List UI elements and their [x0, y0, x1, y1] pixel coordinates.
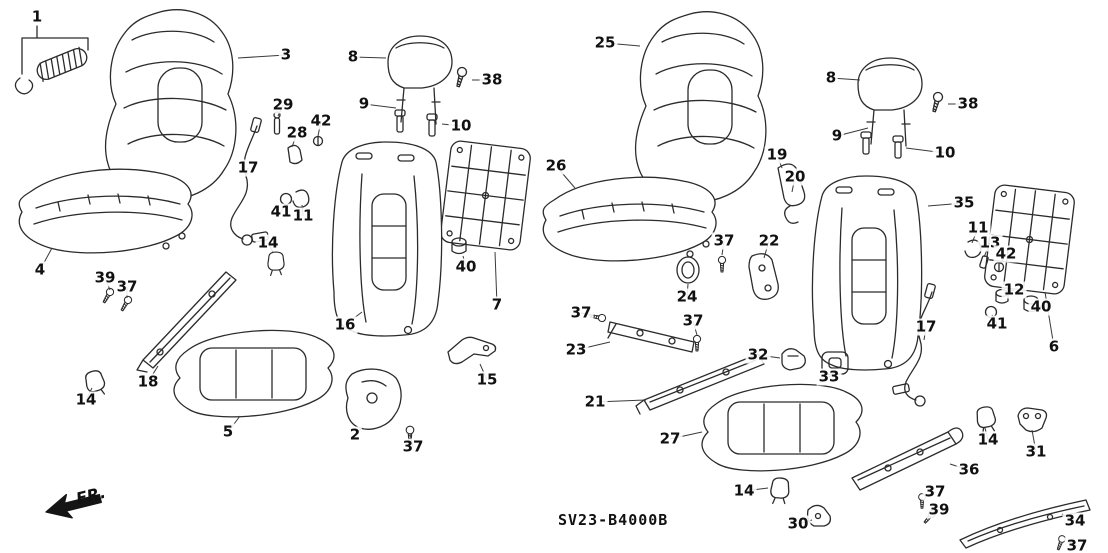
- right-mount-brackets: [781, 348, 849, 375]
- part-label-10: 10: [932, 143, 958, 162]
- part-label-27: 27: [657, 429, 683, 448]
- part-label-39: 39: [926, 500, 952, 519]
- part-label-14: 14: [73, 390, 99, 409]
- part-label-31: 31: [1023, 442, 1049, 461]
- part-label-17: 17: [235, 158, 261, 177]
- part-label-37: 37: [400, 437, 426, 456]
- part-label-42: 42: [993, 244, 1019, 263]
- part-label-18: 18: [135, 372, 161, 391]
- part-label-37: 37: [711, 231, 737, 250]
- part-label-17: 17: [913, 317, 939, 336]
- part-label-9: 9: [356, 94, 372, 113]
- part-label-21: 21: [582, 392, 608, 411]
- part-label-30: 30: [785, 514, 811, 533]
- left-side-cover: [345, 368, 415, 444]
- left-seat-rail: [136, 271, 237, 373]
- part-label-3: 3: [278, 45, 294, 64]
- part-label-38: 38: [955, 94, 981, 113]
- part-label-37: 37: [1064, 536, 1090, 553]
- diagram-code-text: SV23-B4000B: [558, 511, 669, 529]
- part-label-23: 23: [563, 340, 589, 359]
- part-label-8: 8: [345, 47, 361, 66]
- part-label-37: 37: [922, 482, 948, 501]
- part-label-26: 26: [543, 156, 569, 175]
- part-label-6: 6: [1046, 337, 1062, 356]
- part-label-14: 14: [731, 481, 757, 500]
- part-label-40: 40: [1028, 297, 1054, 316]
- part-label-14: 14: [975, 430, 1001, 449]
- part-label-28: 28: [284, 123, 310, 142]
- part-label-34: 34: [1062, 511, 1088, 530]
- part-label-38: 38: [479, 70, 505, 89]
- right-corner-bracket: [1017, 407, 1048, 433]
- part-label-35: 35: [951, 193, 977, 212]
- part-label-4: 4: [32, 260, 48, 279]
- part-label-32: 32: [745, 345, 771, 364]
- part-label-37: 37: [114, 277, 140, 296]
- right-inner-rail: [589, 311, 702, 353]
- part-label-33: 33: [816, 367, 842, 386]
- part-label-5: 5: [220, 422, 236, 441]
- part-label-7: 7: [489, 295, 505, 314]
- part-label-37: 37: [680, 311, 706, 330]
- right-seat-track: [851, 427, 964, 526]
- part-label-2: 2: [347, 425, 363, 444]
- left-foot-bracket: [447, 336, 497, 365]
- fr-arrow-icon: [45, 493, 102, 519]
- part-label-20: 20: [782, 167, 808, 186]
- part-label-9: 9: [829, 126, 845, 145]
- part-label-12: 12: [1001, 280, 1027, 299]
- part-label-19: 19: [764, 145, 790, 164]
- part-label-16: 16: [332, 315, 358, 334]
- part-label-40: 40: [453, 257, 479, 276]
- right-ring-guide: [676, 256, 700, 284]
- part-label-15: 15: [474, 370, 500, 389]
- part-label-41: 41: [984, 314, 1010, 333]
- part-label-29: 29: [270, 95, 296, 114]
- part-label-22: 22: [756, 231, 782, 250]
- part-label-11: 11: [290, 206, 316, 225]
- part-label-10: 10: [448, 116, 474, 135]
- left-spring-part-1: [14, 25, 89, 95]
- part-label-8: 8: [823, 68, 839, 87]
- right-recliner-lever: [777, 163, 806, 224]
- part-label-25: 25: [592, 33, 618, 52]
- part-label-36: 36: [956, 460, 982, 479]
- part-label-24: 24: [674, 287, 700, 306]
- part-label-42: 42: [308, 111, 334, 130]
- part-label-1: 1: [29, 7, 45, 26]
- part-label-14: 14: [255, 233, 281, 252]
- right-recline-cable: [892, 283, 936, 407]
- part-label-37: 37: [568, 303, 594, 322]
- right-outer-rail: [959, 499, 1091, 552]
